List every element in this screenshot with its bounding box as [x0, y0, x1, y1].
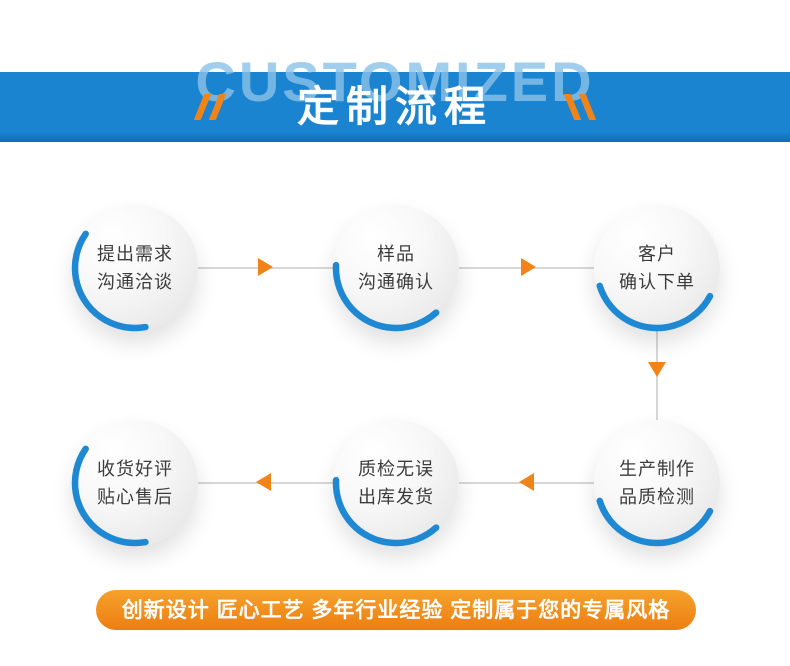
step-label-line: 样品	[377, 244, 415, 264]
page-title: 定制流程	[296, 83, 493, 130]
double-slash-icon	[563, 94, 597, 120]
header-content: 定制流程	[0, 72, 790, 142]
step-label-line: 提出需求	[97, 244, 173, 264]
step-label-line: 确认下单	[619, 272, 695, 292]
step-label-line: 收货好评	[97, 459, 173, 479]
step-circle-3: 客户 确认下单	[593, 204, 721, 332]
step-label-line: 沟通确认	[358, 272, 434, 292]
arrow-right-icon	[258, 258, 273, 276]
arrow-left-icon	[519, 473, 534, 491]
arrow-right-icon	[521, 258, 536, 276]
step-label-line: 贴心售后	[97, 487, 173, 507]
footer-banner: 创新设计 匠心工艺 多年行业经验 定制属于您的专属风格	[96, 590, 696, 630]
step-circle-6: 收货好评 贴心售后	[71, 419, 199, 547]
arrow-left-icon	[256, 473, 271, 491]
watermark-text: CUSTOMIZED	[195, 50, 595, 113]
step-label-line: 沟通洽谈	[97, 272, 173, 292]
arrow-down-icon	[648, 362, 666, 377]
step-label-line: 质检无误	[358, 459, 434, 479]
step-label-line: 出库发货	[358, 487, 434, 507]
step-circle-5: 质检无误 出库发货	[332, 419, 460, 547]
footer-text: 创新设计 匠心工艺 多年行业经验 定制属于您的专属风格	[121, 598, 671, 622]
double-slash-icon	[193, 94, 227, 120]
step-circle-2: 样品 沟通确认	[332, 204, 460, 332]
step-label-line: 品质检测	[619, 487, 695, 507]
title-band	[0, 72, 790, 142]
step-label-line: 客户	[638, 244, 676, 264]
step-label-line: 生产制作	[619, 459, 695, 479]
step-circle-4: 生产制作 品质检测	[593, 419, 721, 547]
step-circle-1: 提出需求 沟通洽谈	[71, 204, 199, 332]
